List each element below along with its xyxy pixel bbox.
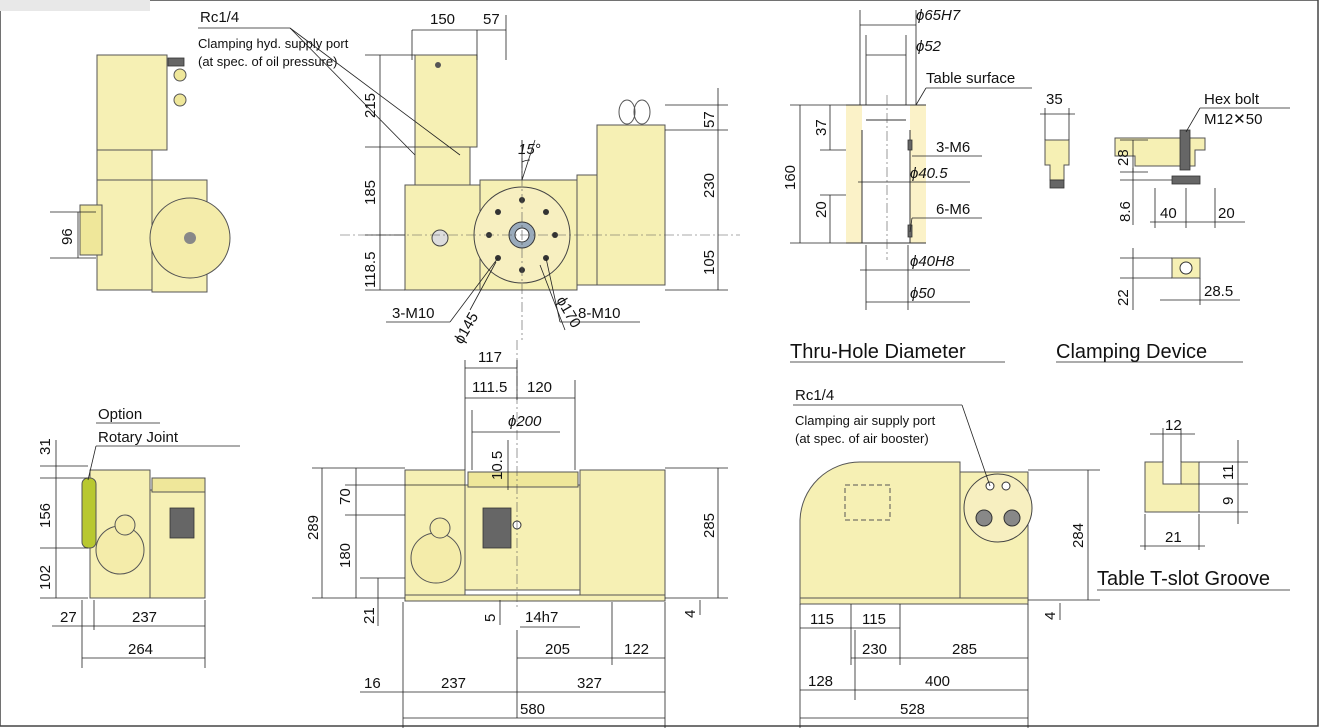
dim-label: 118.5: [362, 252, 379, 288]
dim-label: 4: [682, 610, 699, 618]
rear-port-desc: (at spec. of air booster): [795, 431, 929, 446]
hex-bolt-label: Hex bolt: [1204, 91, 1260, 108]
dim-label: ϕ52: [916, 38, 942, 55]
dim-label: 528: [900, 701, 925, 718]
dim-label: 115: [862, 611, 886, 628]
dim-label: 284: [1070, 523, 1087, 548]
dim-label: 160: [782, 165, 799, 190]
dim-label: 28: [1115, 149, 1132, 166]
dim-label: 128: [808, 673, 833, 690]
dim-label: 10.5: [489, 451, 506, 480]
dim-label: 57: [483, 11, 500, 28]
left-top-view: [79, 54, 231, 293]
dim-label: 8-M10: [578, 305, 621, 322]
dim-label: 400: [925, 673, 950, 690]
dim-label: 22: [1115, 289, 1132, 306]
dim-label: 327: [577, 675, 602, 692]
thru-hole-section: [846, 95, 926, 260]
dim-label: ϕ40H8: [910, 253, 955, 270]
dim-label: 21: [361, 607, 378, 624]
dim-label: 117: [478, 349, 502, 366]
dim-label: 27: [60, 609, 77, 626]
dim-label: 96: [59, 228, 76, 245]
option-label: Option: [98, 406, 142, 423]
clamping-device-caption: Clamping Device: [1056, 341, 1207, 363]
dim-label: 70: [337, 488, 354, 505]
dim-label: 5: [482, 614, 499, 622]
dim-label: 21: [1165, 529, 1182, 546]
dim-label: 9: [1220, 497, 1237, 505]
dim-label: 102: [37, 565, 54, 590]
dim-label: 31: [37, 438, 54, 455]
dim-label: 289: [305, 515, 322, 540]
dim-label: 285: [701, 513, 718, 538]
dim-label: 28.5: [1204, 283, 1233, 300]
rear-port-label: Rc1/4: [795, 387, 834, 404]
dim-label: 111.5: [472, 379, 507, 396]
thru-hole-caption: Thru-Hole Diameter: [790, 341, 966, 363]
dim-label: 16: [364, 675, 381, 692]
dim-label: 156: [37, 503, 54, 528]
dim-label: 285: [952, 641, 977, 658]
dim-label: 115: [810, 611, 834, 628]
dim-label: 4: [1042, 612, 1059, 620]
dim-label: ϕ40.5: [910, 165, 948, 182]
dim-label: 237: [132, 609, 157, 626]
dim-label: 3-M10: [392, 305, 435, 322]
dim-label: 11: [1220, 464, 1237, 480]
rotary-joint-label: Rotary Joint: [98, 429, 179, 446]
dim-label: 215: [362, 93, 379, 118]
rear-port-desc: Clamping air supply port: [795, 413, 936, 428]
top-view: [404, 54, 666, 291]
dim-label: 14h7: [525, 609, 558, 626]
port-desc: (at spec. of oil pressure): [198, 54, 337, 69]
dim-label: ϕ200: [508, 413, 542, 430]
dim-label: 57: [701, 111, 718, 128]
dim-label: 237: [441, 675, 466, 692]
dim-label: 205: [545, 641, 570, 658]
dim-label: 3-M6: [936, 139, 970, 156]
dim-label: 37: [813, 119, 830, 136]
dim-label: 185: [362, 180, 379, 205]
dim-label: 35: [1046, 91, 1063, 108]
rear-view: [799, 461, 1033, 605]
clamping-device: [1044, 129, 1206, 279]
dim-label: 12: [1165, 417, 1182, 434]
tslot-caption: Table T-slot Groove: [1097, 568, 1270, 590]
left-bottom-view: [81, 469, 206, 599]
table-surface-label: Table surface: [926, 70, 1015, 87]
port-label: Rc1/4: [200, 9, 239, 26]
dim-label: 230: [701, 173, 718, 198]
dim-label: 580: [520, 701, 545, 718]
front-view: [404, 469, 666, 602]
dim-label: 180: [337, 543, 354, 568]
dim-label: 150: [430, 11, 455, 28]
angle-label: 15°: [518, 141, 541, 158]
hex-bolt-size: M12✕50: [1204, 111, 1262, 128]
dim-label: 122: [624, 641, 649, 658]
dim-label: 264: [128, 641, 153, 658]
dim-label: 20: [813, 201, 830, 218]
dim-label: 40: [1160, 205, 1177, 222]
dim-label: 120: [527, 379, 552, 396]
dim-label: 230: [862, 641, 887, 658]
dim-label: 6-M6: [936, 201, 970, 218]
dim-label: 20: [1218, 205, 1235, 222]
port-desc: Clamping hyd. supply port: [198, 36, 349, 51]
dim-label: ϕ65H7: [916, 7, 961, 24]
dim-label: 8.6: [1117, 201, 1134, 222]
dim-label: ϕ50: [910, 285, 936, 302]
dim-label: 105: [701, 250, 718, 275]
